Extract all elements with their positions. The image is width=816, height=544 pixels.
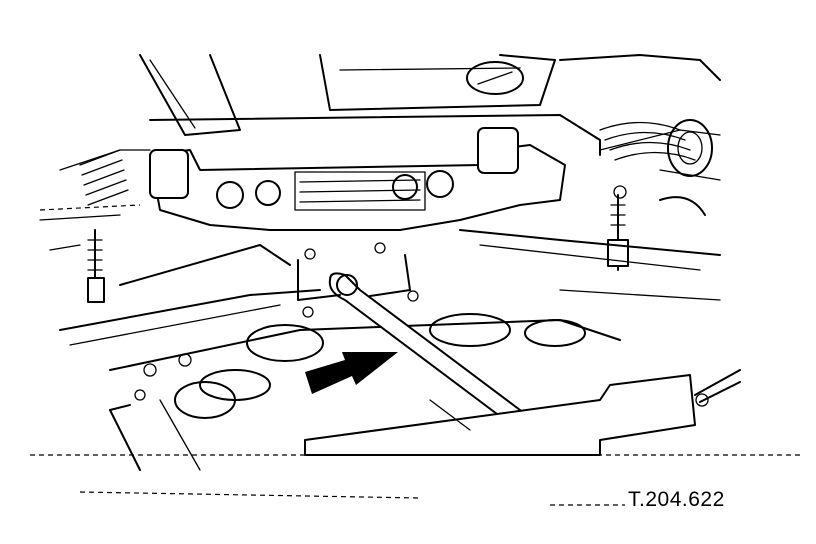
figure-reference-code: T.204.622: [628, 488, 725, 511]
lower-arms: [39, 214, 721, 346]
wrench-icon: [297, 242, 521, 421]
dashed-baselines: [30, 204, 800, 506]
arrow-indicator-icon: [305, 352, 398, 394]
cross-member-bracket: [149, 127, 566, 231]
left-spring: [79, 149, 129, 206]
floor-pan: [109, 313, 621, 419]
right-stud: [607, 185, 629, 271]
right-hose: [599, 119, 713, 216]
left-stud: [87, 229, 105, 303]
upper-housing: [59, 54, 721, 181]
